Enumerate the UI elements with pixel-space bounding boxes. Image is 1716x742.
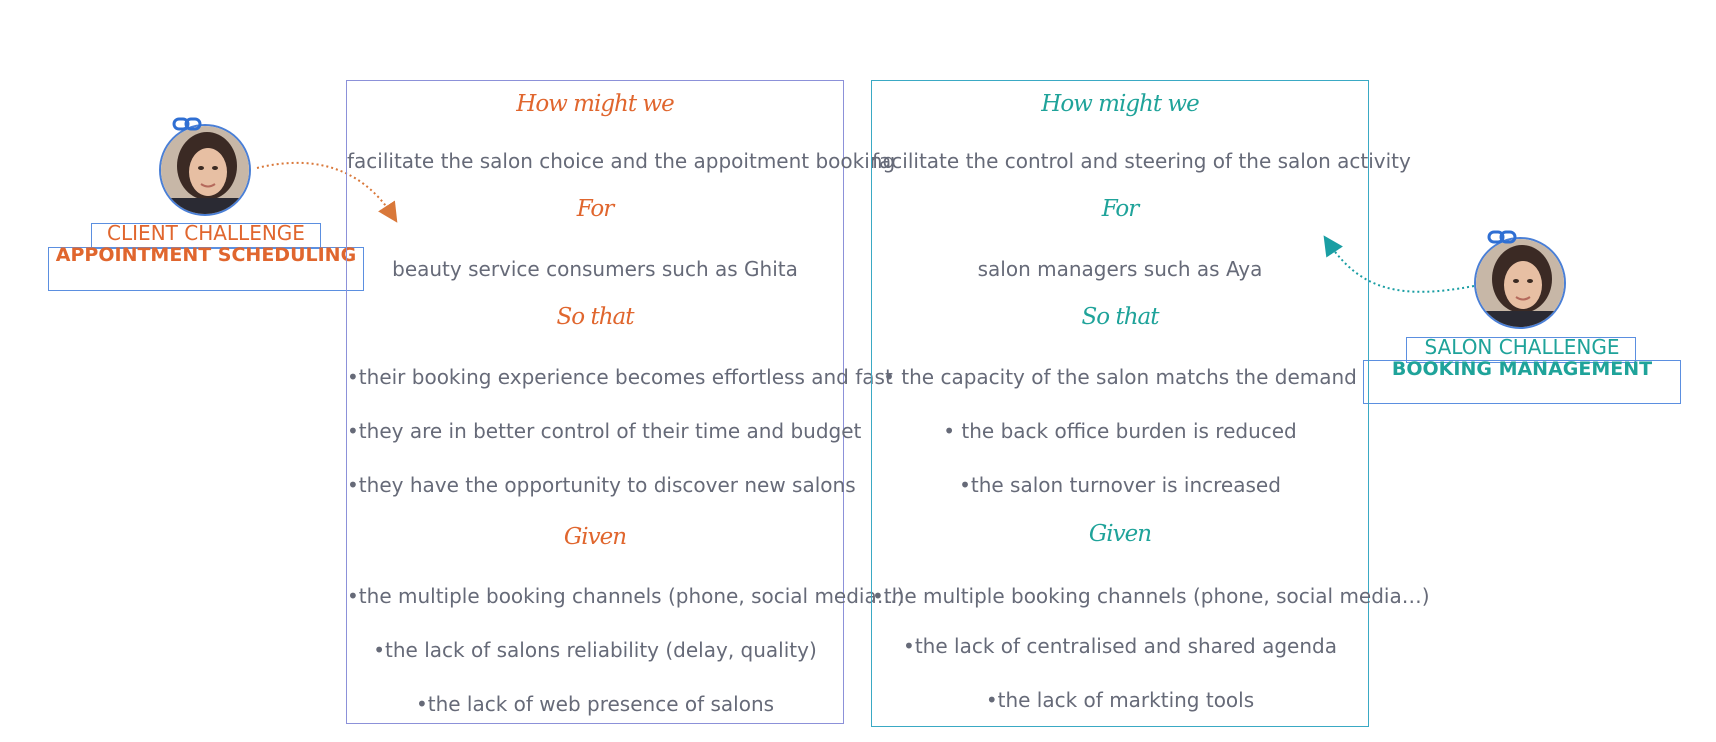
salon-arrow	[1323, 235, 1475, 293]
client-challenge-title: CLIENT CHALLENGE	[107, 221, 305, 245]
for-heading: For	[576, 196, 615, 222]
given-item: •the multiple booking channels (phone, s…	[872, 584, 1430, 608]
given-item: •the lack of markting tools	[985, 688, 1255, 712]
how-might-we-heading: How might we	[1041, 91, 1199, 117]
client-title-box	[91, 223, 321, 249]
so-that-item: •their booking experience becomes effort…	[347, 365, 893, 389]
salon-title-box	[1406, 337, 1636, 363]
so-that-item: •they have the opportunity to discover n…	[347, 473, 856, 497]
for-heading: For	[1101, 196, 1140, 222]
client-arrow	[256, 161, 398, 223]
given-item: •the lack of web presence of salons	[415, 692, 775, 716]
so-that-heading: So that	[1081, 304, 1160, 330]
salon-avatar	[1474, 237, 1566, 329]
salon-challenge-title: SALON CHALLENGE	[1424, 335, 1620, 359]
so-that-item: •they are in better control of their tim…	[347, 419, 862, 443]
hmw-statement: facilitate the salon choice and the appo…	[347, 149, 896, 173]
how-might-we-heading: How might we	[516, 91, 674, 117]
for-statement: beauty service consumers such as Ghita	[392, 257, 798, 281]
salon-challenge-subtitle: BOOKING MANAGEMENT	[1391, 358, 1653, 380]
given-item: •the lack of centralised and shared agen…	[903, 634, 1337, 658]
client-avatar	[159, 124, 251, 216]
client-hmw-card: How might we facilitate the salon choice…	[346, 80, 905, 724]
for-statement: salon managers such as Aya	[977, 257, 1263, 281]
salon-subtitle-box	[1363, 360, 1681, 404]
client-link-icon[interactable]	[172, 115, 202, 133]
given-heading: Given	[563, 524, 627, 550]
client-subtitle-box	[48, 247, 364, 291]
salon-link-icon[interactable]	[1487, 228, 1517, 246]
given-item: •the lack of salons reliability (delay, …	[373, 638, 817, 662]
so-that-heading: So that	[556, 304, 635, 330]
hmw-statement: facilitate the control and steering of t…	[872, 149, 1411, 173]
so-that-item: • the back office burden is reduced	[943, 419, 1297, 443]
so-that-item: •the salon turnover is increased	[959, 473, 1281, 497]
given-heading: Given	[1088, 521, 1152, 547]
given-item: •the multiple booking channels (phone, s…	[347, 584, 905, 608]
so-that-item: • the capacity of the salon matchs the d…	[883, 365, 1357, 389]
salon-hmw-card: How might we facilitate the control and …	[871, 80, 1430, 727]
client-challenge-subtitle: APPOINTMENT SCHEDULING	[55, 244, 357, 266]
